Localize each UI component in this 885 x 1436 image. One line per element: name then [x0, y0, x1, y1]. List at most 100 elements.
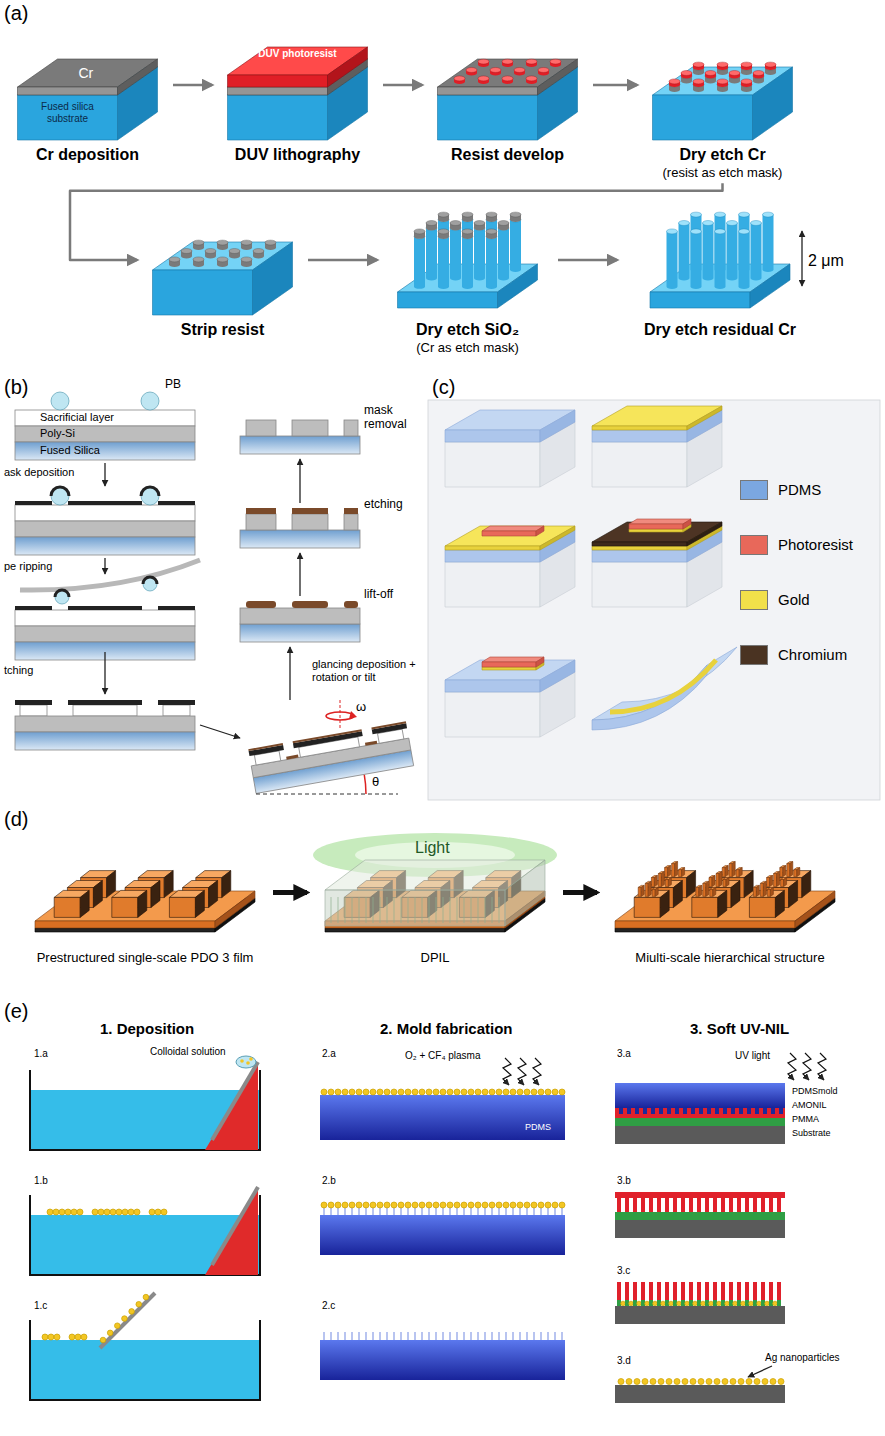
step-illustration: [425, 25, 590, 145]
mold-tooth: [723, 1108, 727, 1114]
film-illustration: [35, 871, 255, 932]
block-face: [253, 242, 293, 315]
amonil-pillar: [737, 1282, 741, 1300]
block-face: [687, 406, 722, 430]
fused-silica-layer: [240, 530, 360, 548]
ag-nanoparticle: [746, 1379, 752, 1385]
pillar-top: [466, 68, 477, 73]
particle: [98, 1209, 104, 1215]
step-arrow: [289, 647, 290, 700]
ag-nanoparticle: [722, 1379, 728, 1385]
pdms-pillar: [463, 1332, 465, 1340]
particle: [161, 1209, 167, 1215]
ag-nanoparticle: [714, 1379, 720, 1385]
step-caption: (resist as etch mask): [640, 165, 805, 181]
step-caption: (Cr as etch mask): [380, 340, 555, 356]
particle: [136, 1301, 142, 1307]
block-face: [228, 75, 328, 87]
process-label: mask removal: [364, 404, 424, 432]
particle: [538, 1089, 544, 1095]
amonil-pillar: [721, 1282, 725, 1300]
amonil-pillar: [737, 1198, 741, 1212]
block-face: [648, 881, 651, 896]
amonil-pillar: [745, 1198, 749, 1212]
step-arrow: [299, 553, 300, 596]
legend-text: Chromium: [778, 646, 847, 663]
mask-feature: [246, 601, 276, 608]
block-face: [482, 667, 536, 670]
particle: [370, 1202, 376, 1208]
pillar-body: [414, 236, 425, 288]
particle: [71, 1209, 77, 1215]
pillar-body: [715, 231, 726, 288]
block-face: [672, 864, 675, 877]
stamp-feature: [492, 897, 493, 923]
particle: [693, 1301, 698, 1306]
block-face: [781, 880, 784, 887]
stamp-feature: [429, 897, 430, 923]
particle: [149, 1209, 155, 1215]
mask-feature: [292, 601, 328, 608]
particle: [77, 1209, 83, 1215]
particle: [48, 1334, 54, 1340]
process-label: 1. Deposition: [100, 1020, 194, 1037]
block-face: [683, 519, 691, 529]
poly-si-layer: [15, 521, 195, 537]
pillar-top: [241, 257, 252, 262]
stamp-feature: [478, 897, 479, 923]
block-face: [445, 442, 540, 487]
mold-tooth: [659, 1108, 663, 1114]
block-face: [54, 897, 80, 917]
particle: [545, 1089, 551, 1095]
block-face: [794, 870, 797, 877]
wedge: [205, 1062, 258, 1150]
amonil-pillar: [697, 1282, 701, 1300]
amonil-pillar: [657, 1282, 661, 1300]
block-face: [228, 87, 328, 95]
radiation-arrow: [788, 1053, 796, 1080]
block-face: [652, 889, 655, 896]
particle: [335, 1089, 341, 1095]
block-face: [699, 885, 702, 896]
process-arrow: [273, 890, 307, 895]
pdms-pillar: [547, 1332, 549, 1340]
process-label: 3. Soft UV-NIL: [690, 1020, 789, 1037]
block-face: [325, 928, 505, 932]
pillar-top: [229, 249, 240, 254]
inset-label: DUV photoresist: [258, 48, 338, 60]
stamp-feature: [408, 897, 409, 923]
radiation-arrow: [518, 1058, 526, 1085]
mold-tooth: [747, 1108, 751, 1114]
block-face: [18, 87, 118, 95]
polystyrene-bead: [141, 487, 159, 505]
process-label: 1.b: [34, 1175, 48, 1187]
particle: [749, 1301, 754, 1306]
poly-si-layer: [240, 608, 360, 624]
legend-row: PDMS: [740, 462, 853, 517]
process-label: 3.d: [617, 1355, 631, 1367]
block-face: [780, 868, 783, 877]
pillar-top: [765, 62, 776, 67]
particle: [419, 1202, 425, 1208]
pillar-top: [193, 257, 204, 262]
inset-label: Light: [415, 838, 450, 857]
block-face: [665, 868, 668, 877]
panel-letter: (d): [4, 808, 28, 831]
process-label: ω: [356, 700, 366, 715]
ag-nanoparticle: [698, 1379, 704, 1385]
pillar-body: [426, 228, 437, 280]
radiation-arrow: [803, 1053, 811, 1080]
particle: [69, 1334, 75, 1340]
mask-layer: [68, 501, 142, 505]
step-arrow: [299, 459, 300, 503]
mold-tooth: [627, 1108, 631, 1114]
radiation-arrow: [818, 1053, 826, 1080]
pillar-top: [693, 79, 704, 84]
substrate-layer: [615, 1220, 785, 1238]
block-face: [592, 406, 722, 426]
pillar-top: [729, 71, 740, 76]
particle: [475, 1089, 481, 1095]
pmma-pillar: [777, 1300, 781, 1306]
block-face: [650, 292, 750, 308]
block-face: [661, 872, 664, 887]
